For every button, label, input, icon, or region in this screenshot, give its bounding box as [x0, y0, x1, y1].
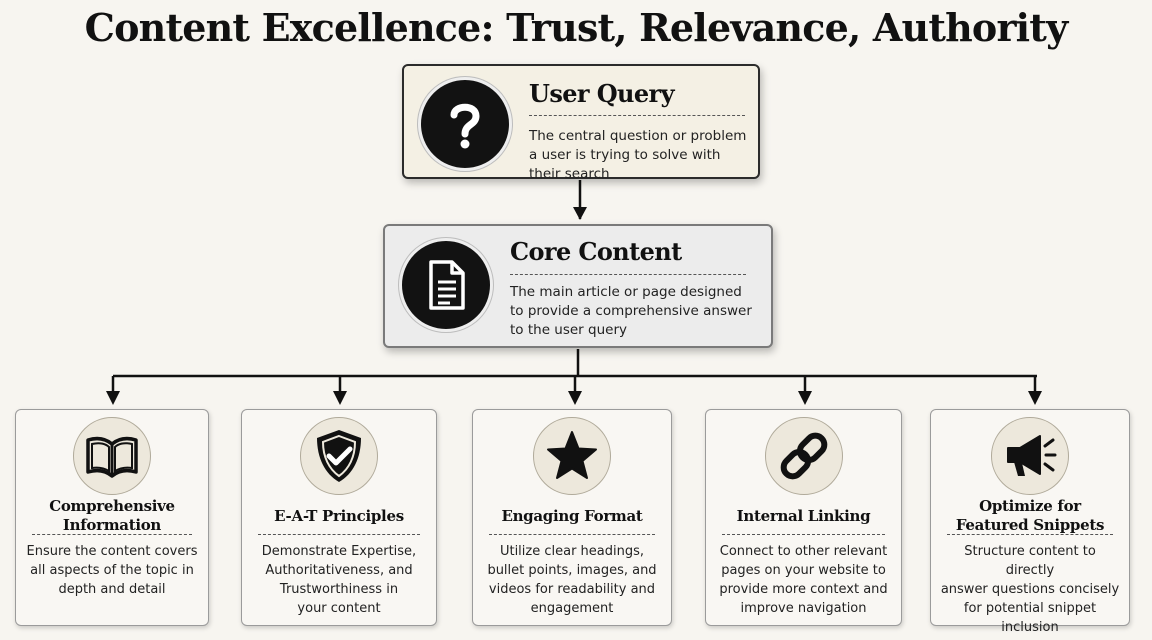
card-divider — [947, 534, 1113, 535]
card-divider — [489, 534, 655, 535]
branch-arrowhead-3 — [568, 391, 582, 405]
branch-arrowhead-1 — [106, 391, 120, 405]
branch-arrowhead-4 — [798, 391, 812, 405]
shield-check-icon — [300, 417, 378, 495]
branch-arrowhead-5 — [1028, 391, 1042, 405]
chain-link-icon — [764, 417, 843, 495]
megaphone-icon — [991, 417, 1069, 495]
card-divider — [258, 534, 420, 535]
card-title: Engaging Format — [501, 506, 643, 525]
marker-query-to-core — [573, 207, 587, 220]
card-eat-principles: E-A-T Principles Demonstrate Expertise, … — [241, 409, 437, 626]
core-content-divider — [510, 274, 746, 275]
card-description: Demonstrate Expertise, Authoritativeness… — [261, 544, 417, 616]
card-title: Internal Linking — [736, 506, 871, 525]
question-mark-icon — [418, 77, 512, 171]
user-query-title: User Query — [529, 79, 675, 108]
core-content-title: Core Content — [510, 237, 682, 266]
card-description: Structure content to directly answer que… — [940, 544, 1120, 635]
card-title: Optimize for Featured Snippets — [955, 497, 1105, 534]
document-icon — [399, 238, 493, 332]
card-featured-snippets: Optimize for Featured Snippets Structure… — [930, 409, 1130, 635]
user-query-description: The central question or problem a user i… — [529, 128, 747, 182]
card-description: Connect to other relevant pages on your … — [719, 544, 888, 616]
card-title: E-A-T Principles — [274, 506, 404, 525]
card-divider — [32, 534, 192, 535]
card-internal-linking: Internal Linking Connect to other releva… — [705, 409, 902, 626]
page-title: Content Excellence: Trust, Relevance, Au… — [84, 5, 1069, 50]
user-query-node: User Query The central question or probl… — [402, 64, 760, 182]
star-icon — [533, 417, 611, 495]
card-divider — [722, 534, 885, 535]
core-content-node: Core Content The main article or page de… — [383, 224, 773, 348]
user-query-divider — [529, 115, 745, 116]
card-comprehensive-information: Comprehensive Information Ensure the con… — [15, 409, 209, 626]
open-book-icon — [73, 417, 151, 495]
card-description: Utilize clear headings, bullet points, i… — [487, 544, 657, 616]
card-description: Ensure the content covers all aspects of… — [26, 544, 198, 597]
branch-arrowhead-2 — [333, 391, 347, 405]
card-title: Comprehensive Information — [49, 497, 175, 534]
card-engaging-format: Engaging Format Utilize clear headings, … — [472, 409, 672, 626]
core-content-description: The main article or page designed to pro… — [510, 284, 752, 338]
